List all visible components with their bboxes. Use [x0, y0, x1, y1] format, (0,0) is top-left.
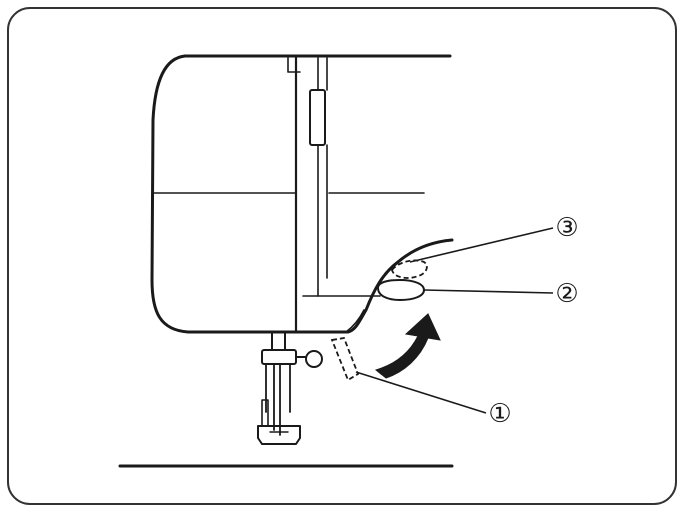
sewing-machine-head [118, 54, 454, 468]
lever-top-dashed [391, 259, 428, 279]
take-up-slot-lines [317, 57, 328, 297]
needle-clamp-screw [305, 350, 323, 368]
callout-1-label: ① [488, 399, 511, 429]
callout-2-label: ② [555, 279, 578, 309]
leader-line-2 [423, 289, 554, 294]
diagram-frame [7, 7, 677, 505]
lower-body-curve [294, 238, 454, 334]
leader-line-3 [409, 227, 554, 263]
needle-bar [271, 331, 286, 351]
body-underside [345, 309, 365, 333]
callout-3-label: ③ [555, 213, 578, 243]
face-plate-outline [150, 54, 298, 334]
lever-lowered-dashed [330, 336, 360, 382]
leader-line-1 [355, 371, 487, 414]
presser-foot [257, 425, 301, 445]
presser-foot-shank [265, 363, 291, 436]
raise-arrow [374, 313, 441, 379]
lever-raised [376, 278, 426, 302]
top-bracket [287, 57, 301, 73]
